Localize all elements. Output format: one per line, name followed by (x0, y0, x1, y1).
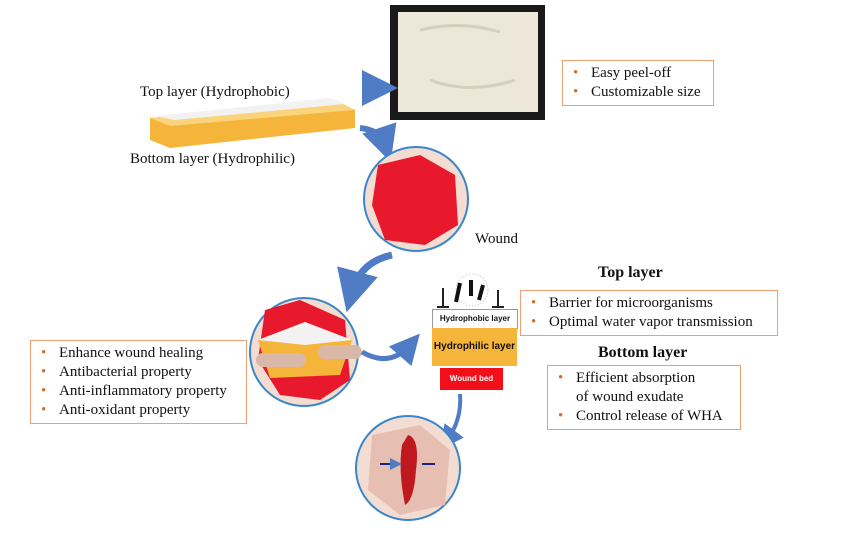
top-layer-box: Barrier for microorganisms Optimal water… (520, 290, 778, 336)
feature-item: Easy peel-off (573, 64, 705, 83)
bottom-layer-label: Bottom layer (Hydrophilic) (130, 151, 295, 167)
feature-item: Customizable size (573, 83, 705, 102)
top-layer-title: Top layer (598, 264, 663, 281)
wound-label: Wound (475, 231, 518, 247)
properties-box: Enhance wound healing Antibacterial prop… (30, 340, 247, 424)
top-layer-label: Top layer (Hydrophobic) (140, 84, 290, 100)
bottom-layer-box: Efficient absorption of wound exudate Co… (547, 365, 741, 430)
applied-dressing-circle (249, 297, 362, 407)
curved-arrow-icon (359, 122, 397, 163)
curved-arrow-icon (439, 393, 464, 450)
curved-arrow-icon (360, 333, 420, 367)
property-item: Antibacterial property (41, 363, 238, 382)
sponge-dressing (150, 98, 355, 148)
photo-features-box: Easy peel-off Customizable size (562, 60, 714, 106)
wound-bed: Wound bed (440, 368, 503, 390)
wound-circle (363, 146, 469, 252)
bottom-layer-title: Bottom layer (598, 344, 688, 361)
healing-wound-circle (355, 415, 461, 521)
hydrophilic-layer: Hydrophilic layer (432, 328, 517, 366)
bottom-layer-item: Control release of WHA (558, 407, 732, 426)
bottom-layer-item: Efficient absorption of wound exudate (558, 369, 706, 407)
property-item: Anti-oxidant property (41, 401, 238, 420)
top-layer-item: Optimal water vapor transmission (531, 313, 769, 332)
hydrophobic-layer: Hydrophobic layer (432, 309, 518, 329)
top-layer-item: Barrier for microorganisms (531, 294, 769, 313)
curved-arrow-icon (337, 251, 393, 313)
property-item: Enhance wound healing (41, 344, 238, 363)
microorganisms-icon (437, 273, 504, 308)
dressing-photo (390, 5, 545, 120)
property-item: Anti-inflammatory property (41, 382, 238, 401)
